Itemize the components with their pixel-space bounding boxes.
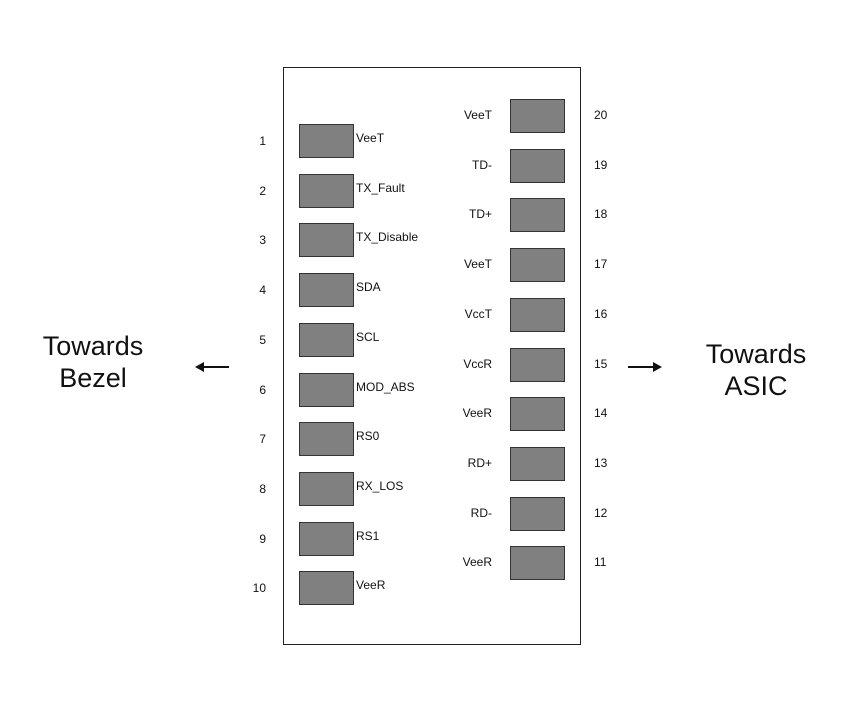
left-pin-signal: RX_LOS (356, 479, 404, 493)
left-pin-pad (299, 422, 354, 456)
towards-asic-label: Towards ASIC (666, 338, 846, 402)
right-pin-pad (510, 198, 565, 232)
arrow-right-icon (628, 362, 662, 372)
left-pin-pad (299, 323, 354, 357)
right-pin-number: 20 (594, 108, 608, 122)
right-pin-pad (510, 298, 565, 332)
right-pin-number: 13 (594, 456, 608, 470)
right-pin-number: 17 (594, 257, 608, 271)
right-pin-signal: VeeT (463, 257, 492, 271)
right-pin-pad (510, 248, 565, 282)
right-pin-pad (510, 149, 565, 183)
towards-bezel-line2: Bezel (59, 363, 127, 393)
left-pin-signal: VeeR (356, 578, 386, 592)
right-pin-signal: TD+ (468, 207, 492, 221)
towards-bezel-label: Towards Bezel (3, 330, 183, 394)
left-pin-signal: RS0 (356, 429, 380, 443)
left-pin-signal: TX_Disable (356, 230, 419, 244)
right-pin-signal: TD- (472, 158, 492, 172)
right-pin-number: 14 (594, 406, 608, 420)
left-pin-number: 3 (259, 233, 266, 247)
right-pin-signal: VeeR (462, 406, 492, 420)
right-pin-signal: VccR (463, 357, 492, 371)
left-pin-signal: SCL (356, 330, 380, 344)
right-pin-number: 12 (594, 506, 608, 520)
right-pin-pad (510, 497, 565, 531)
left-pin-number: 8 (259, 482, 266, 496)
towards-asic-line2: ASIC (724, 371, 788, 401)
left-pin-pad (299, 522, 354, 556)
left-pin-number: 7 (259, 432, 266, 446)
left-pin-pad (299, 571, 354, 605)
towards-asic-line1: Towards (705, 339, 807, 369)
towards-bezel-line1: Towards (42, 331, 144, 361)
arrow-left-icon (195, 362, 229, 372)
left-pin-pad (299, 373, 354, 407)
left-pin-pad (299, 273, 354, 307)
left-pin-pad (299, 174, 354, 208)
right-pin-signal: VeeR (462, 555, 492, 569)
right-pin-pad (510, 546, 565, 580)
right-pin-pad (510, 447, 565, 481)
left-pin-signal: RS1 (356, 529, 380, 543)
right-pin-signal: VccT (464, 307, 492, 321)
right-pin-number: 18 (594, 207, 608, 221)
left-pin-number: 1 (259, 134, 266, 148)
left-pin-pad (299, 472, 354, 506)
left-pin-pad (299, 124, 354, 158)
right-pin-number: 19 (594, 158, 608, 172)
left-pin-pad (299, 223, 354, 257)
right-pin-pad (510, 99, 565, 133)
left-pin-number: 6 (259, 383, 266, 397)
left-pin-number: 2 (259, 184, 266, 198)
right-pin-pad (510, 348, 565, 382)
left-pin-signal: TX_Fault (356, 181, 405, 195)
left-pin-number: 5 (259, 333, 266, 347)
left-pin-number: 10 (252, 581, 266, 595)
left-pin-signal: SDA (356, 280, 381, 294)
left-pin-signal: MOD_ABS (356, 380, 415, 394)
right-pin-number: 16 (594, 307, 608, 321)
right-pin-signal: RD+ (467, 456, 492, 470)
right-pin-number: 11 (594, 555, 607, 569)
left-pin-number: 4 (259, 283, 266, 297)
right-pin-number: 15 (594, 357, 608, 371)
left-pin-number: 9 (259, 532, 266, 546)
right-pin-signal: RD- (470, 506, 492, 520)
right-pin-pad (510, 397, 565, 431)
left-pin-signal: VeeT (356, 131, 385, 145)
right-pin-signal: VeeT (463, 108, 492, 122)
